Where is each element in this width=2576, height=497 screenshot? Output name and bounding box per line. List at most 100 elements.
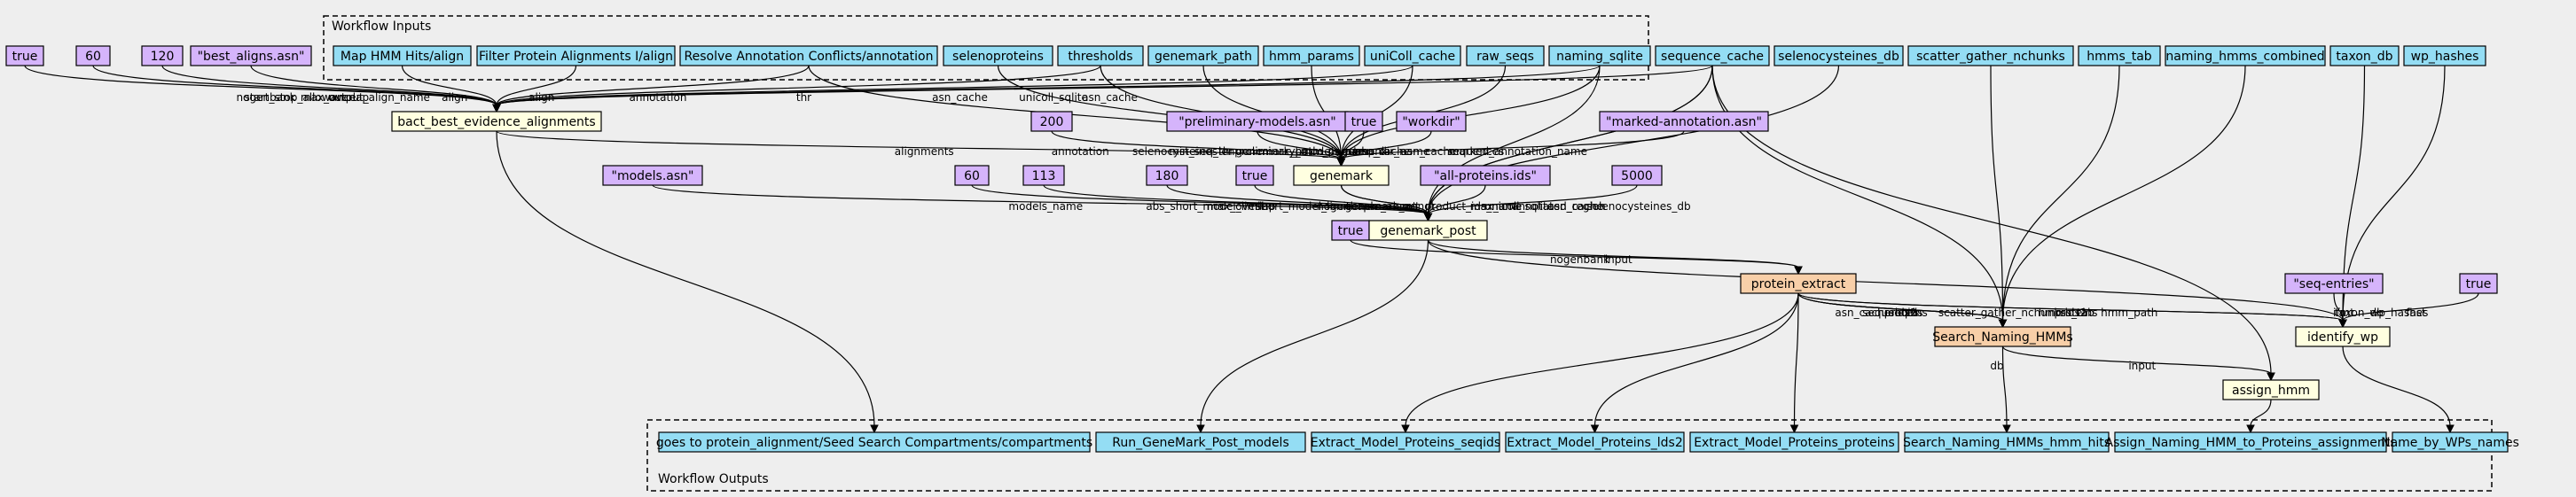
node-s-identify[interactable]: identify_wp [2295, 326, 2391, 347]
node-label: identify_wp [2307, 330, 2378, 345]
edge-s_identify-to-out_name_by_wps [2342, 346, 2455, 434]
edge-label: hmm_path [2101, 307, 2157, 319]
node-label: true [1351, 115, 1377, 129]
node-in-raw-seqs[interactable]: raw_seqs [1466, 45, 1545, 66]
node-in-sequence-cache[interactable]: sequence_cache [1655, 45, 1770, 66]
node-label: genemark_post [1380, 224, 1476, 238]
node-label: genemark_path [1155, 50, 1252, 64]
node-c-all-proteins[interactable]: "all-proteins.ids" [1420, 165, 1551, 186]
node-in-resolve[interactable]: Resolve Annotation Conflicts/annotation [679, 45, 938, 66]
edge-label: genemark_annot [1345, 200, 1436, 213]
node-out-run-genemark[interactable]: Run_GeneMark_Post_models [1095, 431, 1306, 453]
node-c-180[interactable]: 180 [1146, 165, 1188, 186]
node-c-true5[interactable]: true [2459, 273, 2498, 294]
edge-label: asn_cache [1082, 91, 1138, 104]
edge-s_protein_extract-to-s_search: seqids [1797, 292, 2008, 329]
edge-label: tmp_dir_name [1353, 145, 1429, 158]
node-out-name-by-wps[interactable]: Name_by_WPs_names [2381, 431, 2519, 453]
node-in-wp-hashes[interactable]: wp_hashes [2403, 45, 2486, 66]
node-label: naming_sqlite [1556, 50, 1643, 64]
node-c-5000[interactable]: 5000 [1611, 165, 1663, 186]
edge-in_naming_sqlite-to-s_genemark_post: unicoll_sqlite [1423, 65, 1601, 222]
edge-label: marked_annotation_name [1449, 145, 1587, 158]
node-in-selenoproteins[interactable]: selenoproteins [943, 45, 1053, 66]
node-in-scatter[interactable]: scatter_gather_nchunks [1907, 45, 2074, 66]
node-in-naming-sqlite[interactable]: naming_sqlite [1548, 45, 1651, 66]
node-in-selenocysteines[interactable]: selenocysteines_db [1773, 45, 1904, 66]
edge-label: seqids [1889, 307, 1922, 319]
edge-s_protein_extract-to-out_lds2 [1590, 292, 1799, 434]
node-c-workdir[interactable]: "workdir" [1396, 111, 1467, 132]
edge-label: taxon_db [2335, 307, 2384, 319]
node-in-taxon[interactable]: taxon_db [2329, 45, 2400, 66]
cluster-label-outputs: Workflow Outputs [658, 472, 769, 486]
node-label: true [1242, 169, 1268, 183]
node-in-hmm-params[interactable]: hmm_params [1263, 45, 1360, 66]
node-out-assign[interactable]: Assign_Naming_HMM_to_Proteins_assignment… [2105, 431, 2397, 453]
edge-in_selenocysteines-to-s_genemark_post: selenocysteines_db [1423, 65, 1840, 222]
node-c-true2[interactable]: true [1344, 111, 1383, 132]
node-c-best-aligns[interactable]: "best_aligns.asn" [190, 45, 312, 66]
node-label: Name_by_WPs_names [2381, 436, 2519, 450]
node-c-true3[interactable]: true [1235, 165, 1274, 186]
edge-label: db [1990, 360, 2003, 372]
edge-label: max_overlap [1207, 200, 1275, 213]
edge-label: thr [796, 91, 811, 104]
node-label: Assign_Naming_HMM_to_Proteins_assignment… [2105, 436, 2397, 450]
edge-label: preliminary_models_name [1234, 145, 1374, 158]
node-c-true4[interactable]: true [1331, 220, 1370, 241]
node-c-models[interactable]: "models.asn" [602, 165, 703, 186]
edge-label: fast [2406, 307, 2426, 319]
node-in-genemark-path[interactable]: genemark_path [1147, 45, 1259, 66]
node-c-113[interactable]: 113 [1022, 165, 1065, 186]
edge-s_bact-to-out_compartments [496, 130, 879, 434]
node-label: "preliminary-models.asn" [1178, 115, 1336, 129]
node-label: hmm_params [1269, 50, 1354, 64]
node-label: sequence_cache [1661, 50, 1764, 64]
edge-s_genemark_post-to-s_protein_extract: input [1427, 239, 1803, 276]
node-in-map[interactable]: Map HMM Hits/align [333, 45, 472, 66]
node-c-seq-entries[interactable]: "seq-entries" [2284, 273, 2384, 294]
node-out-proteins[interactable]: Extract_Model_Proteins_proteins [1689, 431, 1899, 453]
edge-c_60a-to-s_bact: start_stop_allowance [92, 65, 501, 113]
node-c-60b[interactable]: 60 [954, 165, 990, 186]
node-label: hmms_tab [2087, 50, 2152, 64]
node-label: "all-proteins.ids" [1434, 169, 1537, 183]
node-out-compartments[interactable]: goes to protein_alignment/Seed Search Co… [656, 431, 1092, 453]
edge-s_search-to-out_hmm_hits [2001, 346, 2011, 434]
node-label: protein_extract [1751, 277, 1846, 291]
node-label: "seq-entries" [2293, 277, 2374, 291]
node-s-genemark[interactable]: genemark [1293, 165, 1390, 186]
node-in-thresholds[interactable]: thresholds [1057, 45, 1144, 66]
node-s-protein-extract[interactable]: protein_extract [1740, 273, 1857, 294]
node-in-filter[interactable]: Filter Protein Alignments I/align [476, 45, 676, 66]
edge-label: selenocysteines_db [1586, 200, 1690, 213]
node-in-naming-hmms[interactable]: naming_hmms_combined [2165, 45, 2326, 66]
edge-label: nogenbank [236, 91, 295, 104]
node-label: true [2466, 277, 2492, 291]
node-label: Resolve Annotation Conflicts/annotation [685, 50, 934, 64]
node-label: Search_Naming_HMMs_hmm_hits [1903, 436, 2110, 450]
node-out-lds2[interactable]: Extract_Model_Proteins_lds2 [1505, 431, 1685, 453]
node-out-hmm-hits[interactable]: Search_Naming_HMMs_hmm_hits [1903, 431, 2110, 453]
node-c-prelim[interactable]: "preliminary-models.asn" [1166, 111, 1349, 132]
edge-label: input [1605, 253, 1633, 266]
node-out-seqids[interactable]: Extract_Model_Proteins_seqids [1311, 431, 1500, 453]
node-label: Map HMM Hits/align [341, 50, 464, 64]
node-c-marked[interactable]: "marked-annotation.asn" [1599, 111, 1769, 132]
node-in-unicoll[interactable]: uniColl_cache [1364, 45, 1461, 66]
edge-in_naming_hmms-to-s_search: hmm_path [1998, 65, 2246, 329]
node-in-hmms-tab[interactable]: hmms_tab [2078, 45, 2161, 66]
node-c-60a[interactable]: 60 [75, 45, 111, 66]
edge-s_search-to-s_assign: input [2001, 346, 2275, 382]
node-c-120[interactable]: 120 [141, 45, 184, 66]
node-s-search[interactable]: Search_Naming_HMMs [1932, 326, 2073, 347]
node-s-assign[interactable]: assign_hmm [2222, 379, 2320, 400]
node-c-true1[interactable]: true [5, 45, 44, 66]
node-s-bact[interactable]: bact_best_evidence_alignments [391, 111, 602, 132]
edge-label: hmm_params [1296, 145, 1368, 158]
node-c-200[interactable]: 200 [1030, 111, 1073, 132]
node-s-genemark-post[interactable]: genemark_post [1368, 220, 1488, 241]
edge-label: asn_cache [1835, 307, 1891, 319]
edge-label: models_name [1008, 200, 1083, 213]
